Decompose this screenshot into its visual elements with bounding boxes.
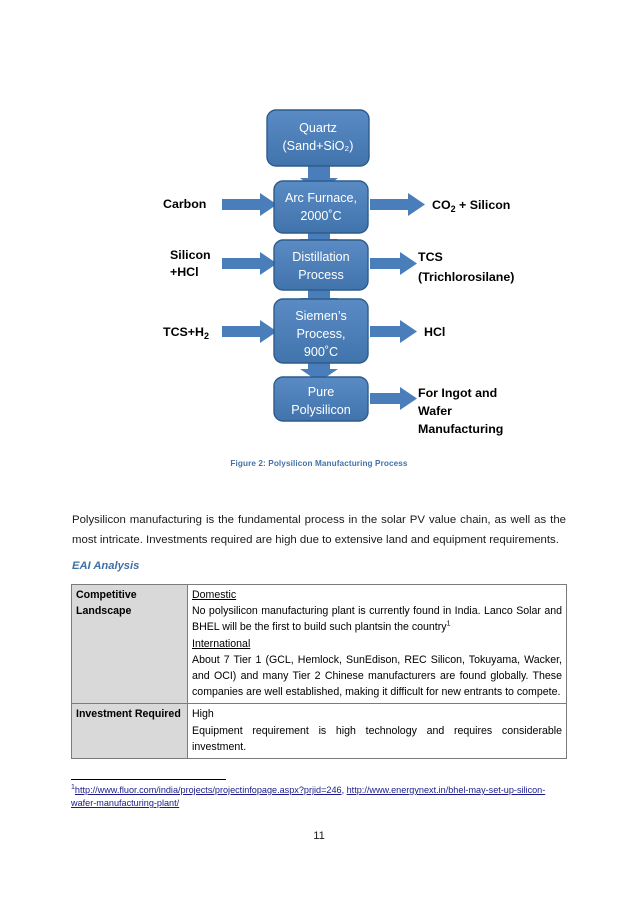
input-label-carbon: Carbon [163,197,206,211]
arrow-carbon-input [222,193,277,216]
input-label-tcs-h2: TCS+H2 [163,325,209,341]
arrow-co2-silicon-output [370,193,425,216]
arrow-ingot-wafer-output [370,387,417,410]
box-label-quartz-line2: (Sand+SiO₂) [282,139,353,153]
figure-caption: Figure 2: Polysilicon Manufacturing Proc… [230,459,408,468]
table-row: Investment Required High Equipment requi… [71,703,567,760]
footnote-link-fluor[interactable]: http://www.fluor.com/india/projects/proj… [74,785,342,795]
arrow-hcl-output [370,320,417,343]
process-box-pure-polysilicon [273,376,369,422]
table-cell-label: Investment Required [71,703,188,760]
output-label-ingot-line1: For Ingot and [418,386,497,400]
output-label-trichlorosilane: (Trichlorosilane) [418,270,514,284]
intro-paragraph: Polysilicon manufacturing is the fundame… [72,514,566,546]
footnote-marker: 1 [71,783,75,791]
table-row: Competitive Landscape Domestic No polysi… [71,583,567,705]
arrow-silicon-hcl-input [222,252,277,275]
box-label-distillation-line2: Process [298,268,344,282]
figure-polysilicon-process: Quartz (Sand+SiO₂) Arc Furnace, 2000˚C D… [163,109,514,468]
table-cell-value: High Equipment requirement is high techn… [187,703,567,760]
input-label-silicon: Silicon [170,248,211,262]
arrow-siemens-to-polysilicon [300,361,338,382]
box-label-siemens-line2: Process, [297,327,346,341]
footnote-separator-rule [71,779,226,780]
box-label-arc-furnace-line1: Arc Furnace, [285,191,357,205]
footnote-ref: 1 [446,620,451,628]
eai-analysis-heading: EAI Analysis [72,560,140,572]
box-label-polysilicon-line1: Pure [308,385,335,399]
segment-domestic-heading: Domestic [192,589,237,601]
segment-domestic-text: No polysilicon manufacturing plant is cu… [192,605,562,634]
eai-analysis-table: Competitive Landscape Domestic No polysi… [71,583,567,760]
output-label-co2-silicon: CO2 + Silicon [432,198,510,214]
process-box-arc-furnace [273,180,369,234]
output-label-hcl: HCl [424,325,445,339]
box-label-siemens-line1: Siemen’s [295,309,347,323]
box-label-polysilicon-line2: Polysilicon [291,403,351,417]
segment-investment-text: Equipment requirement is high technology… [192,724,562,753]
process-box-siemens [273,298,369,364]
arrow-tcs-h2-input [222,320,277,343]
output-label-ingot-line2: Wafer [418,404,452,418]
table-cell-label: Competitive Landscape [71,583,188,705]
process-box-distillation [273,239,369,291]
process-box-quartz [266,109,370,167]
segment-international-text: About 7 Tier 1 (GCL, Hemlock, SunEdison,… [192,653,562,699]
footnote: 1http://www.fluor.com/india/projects/pro… [71,784,567,810]
table-cell-value: Domestic No polysilicon manufacturing pl… [187,583,567,705]
segment-investment-level: High [192,708,214,721]
box-label-arc-furnace-line2: 2000˚C [300,209,341,223]
segment-international-heading: International [192,637,251,650]
process-flow-diagram: Quartz (Sand+SiO₂) Arc Furnace, 2000˚C D… [163,109,514,436]
footnote-link-energynext[interactable]: http://www.energynext.in/bhel-may-set-up… [71,785,546,808]
footnote-separator: , [341,785,347,795]
arrow-tcs-output [370,252,417,275]
box-label-distillation-line1: Distillation [292,250,349,264]
box-label-quartz-line1: Quartz [299,121,337,135]
input-label-hcl: +HCl [170,265,199,279]
box-label-siemens-line3: 900˚C [304,345,338,359]
page-number: 11 [313,830,325,842]
output-label-ingot-line3: Manufacturing [418,422,503,436]
output-label-tcs: TCS [418,250,443,264]
